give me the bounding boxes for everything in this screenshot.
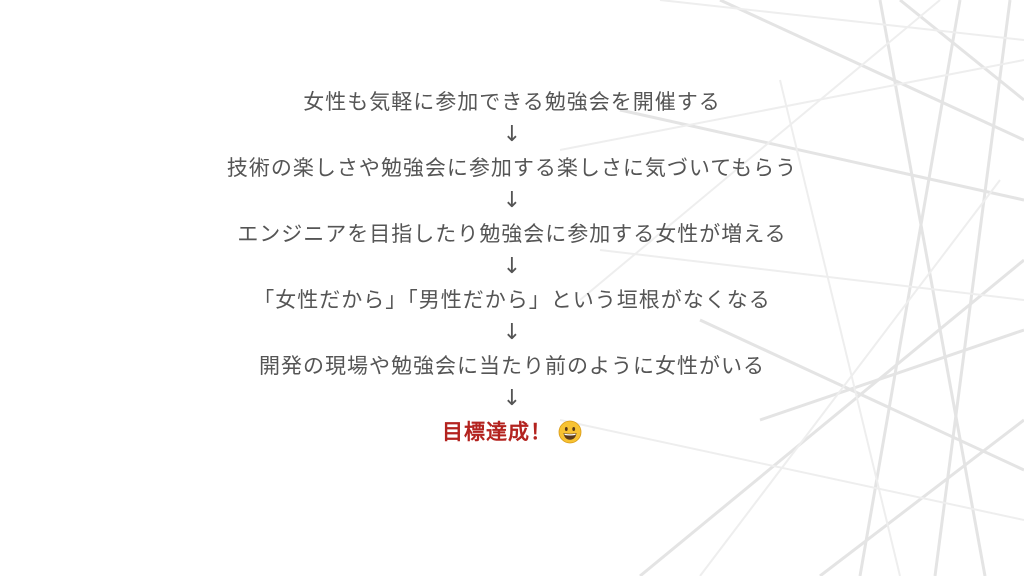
arrow-down-icon: ↓ [502,254,522,279]
grinning-face-emoji-icon [558,420,582,444]
arrow-down-icon: ↓ [502,320,522,345]
step-3-text: エンジニアを目指したり勉強会に参加する女性が増える [237,222,787,246]
flow-content: 女性も気軽に参加できる勉強会を開催する ↓ 技術の楽しさや勉強会に参加する楽しさ… [0,86,1024,448]
arrow-down-icon: ↓ [502,386,522,411]
step-4-text: 「女性だから」「男性だから」という垣根がなくなる [253,288,771,312]
step-2-text: 技術の楽しさや勉強会に参加する楽しさに気づいてもらう [226,156,798,180]
goal-text: 目標達成！ [442,420,552,444]
step-1-text: 女性も気軽に参加できる勉強会を開催する [303,90,721,114]
arrow-down-icon: ↓ [502,122,522,147]
step-5-text: 開発の現場や勉強会に当たり前のように女性がいる [259,354,765,378]
goal-line: 目標達成！ [0,416,1024,448]
arrow-down-icon: ↓ [502,188,522,213]
